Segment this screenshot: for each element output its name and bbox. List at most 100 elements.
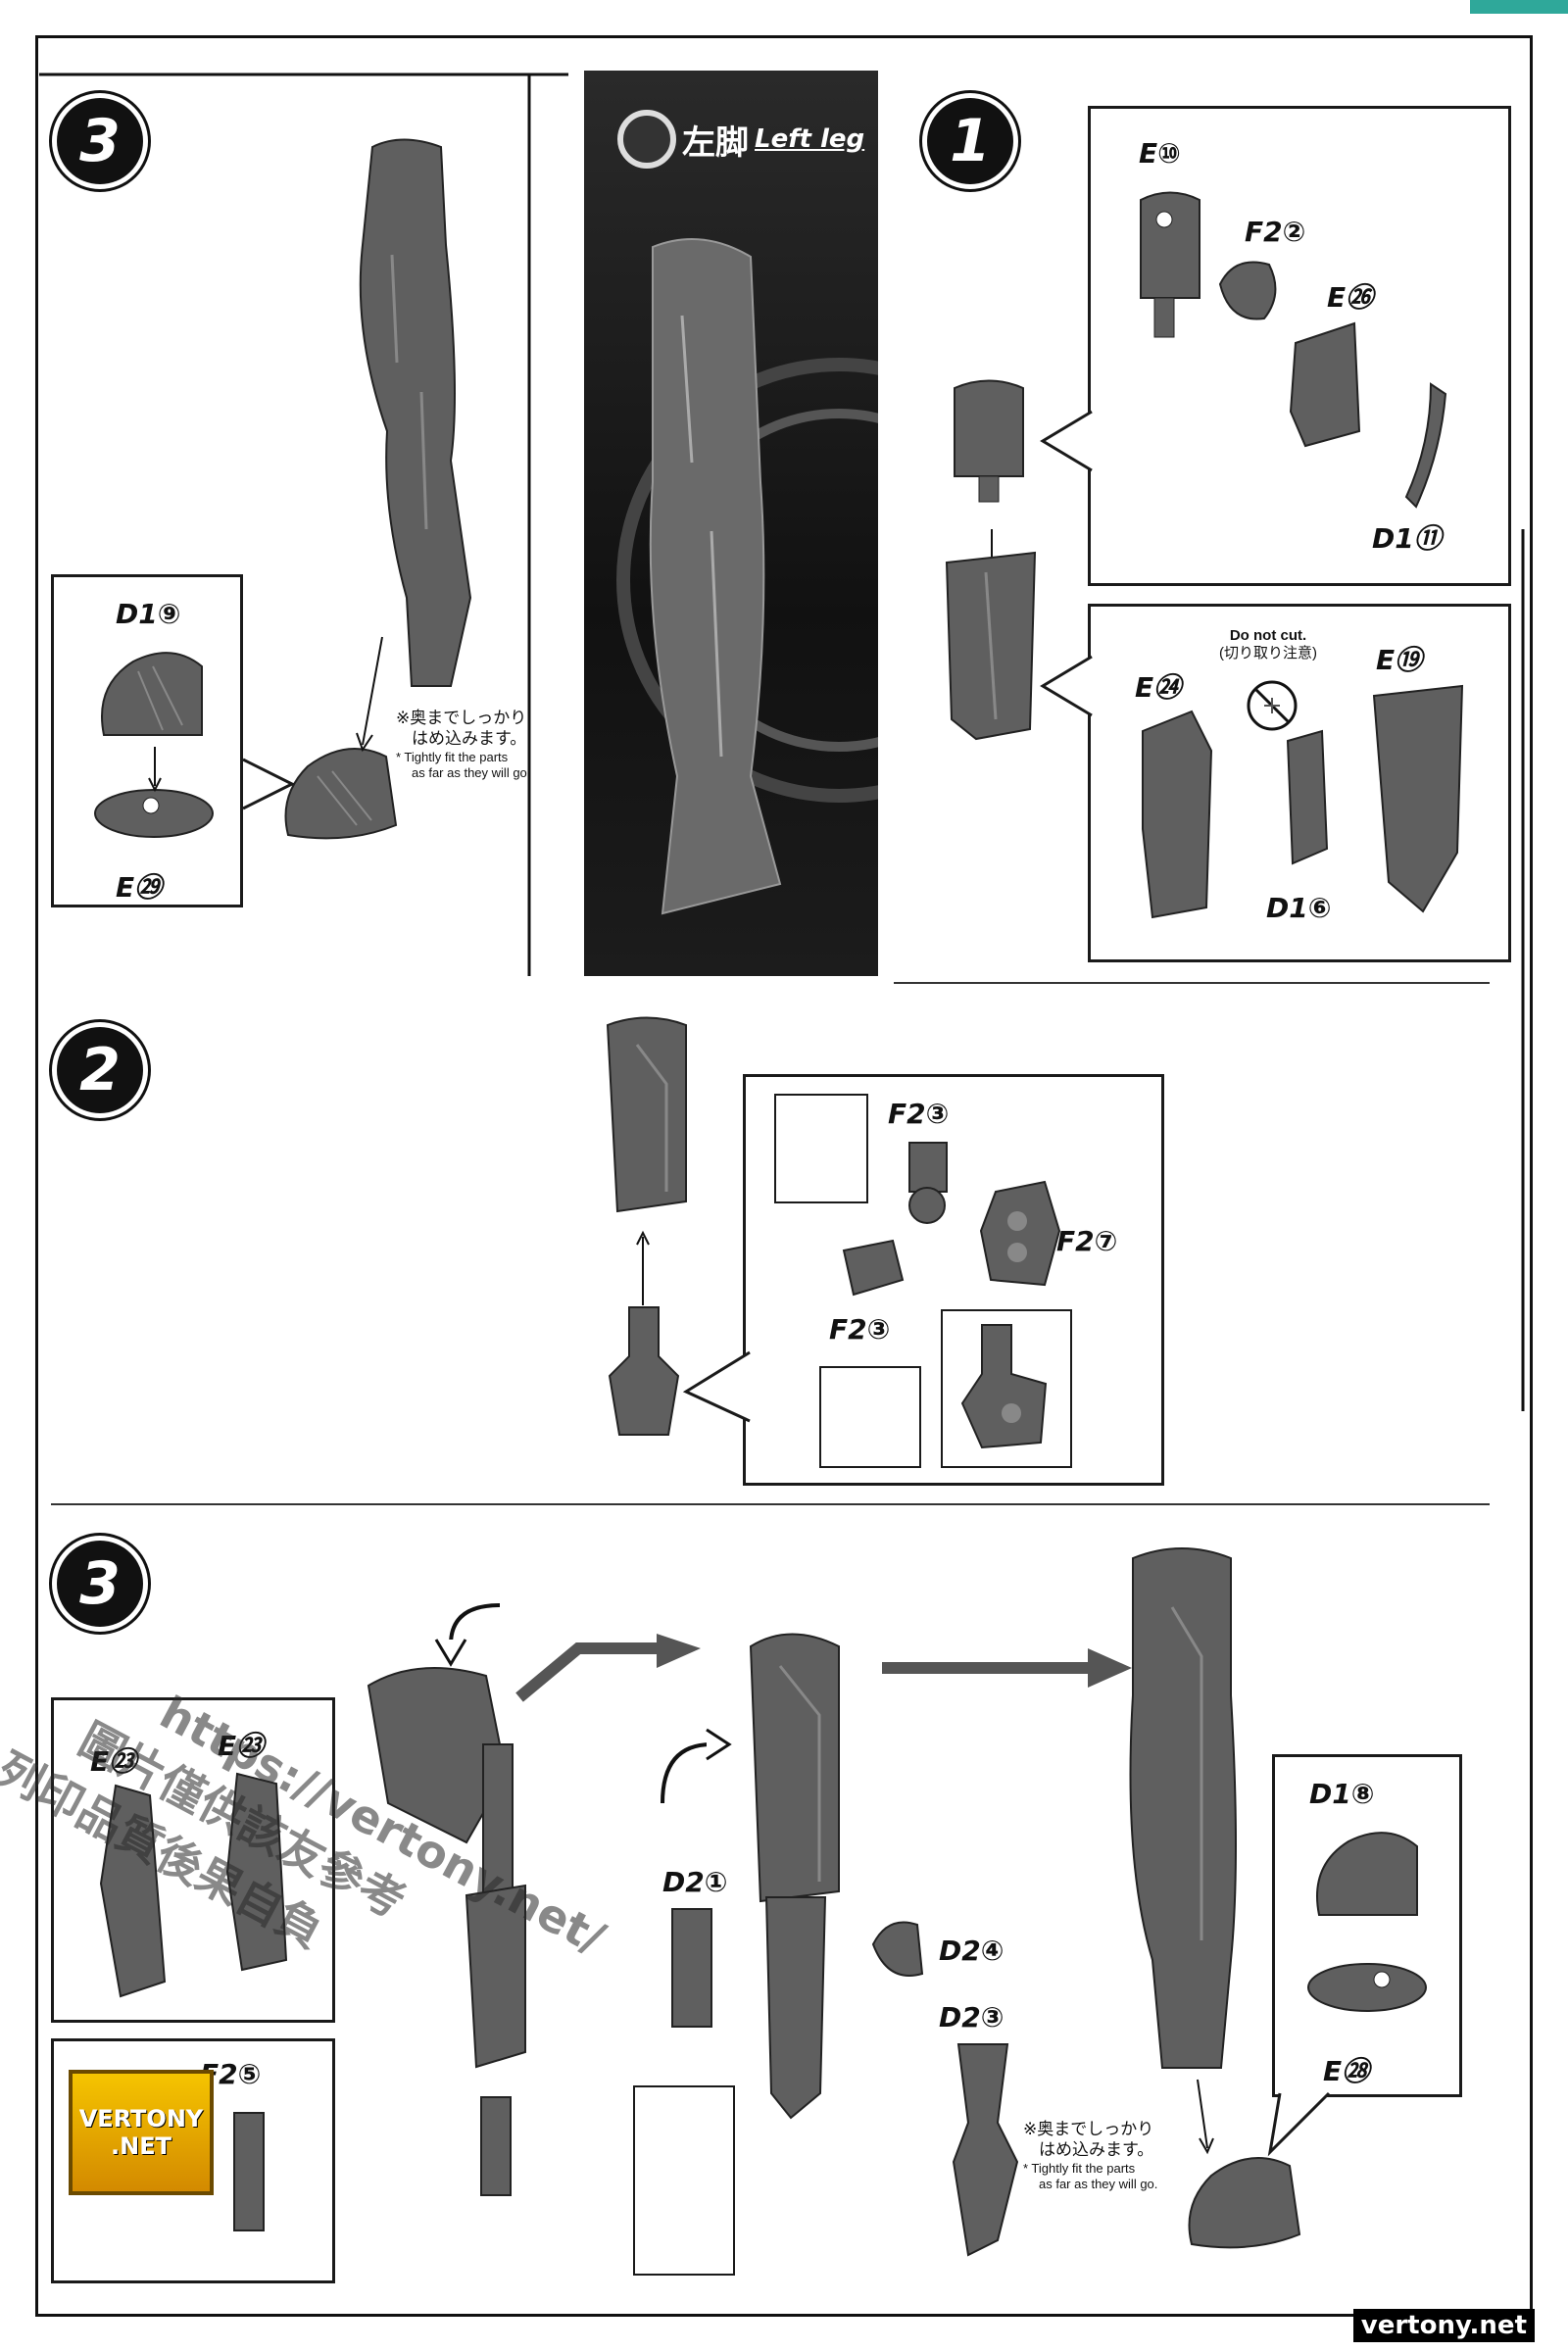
toe-piece-step3 [1316,1832,1418,1916]
leg-illustration-top [359,138,472,687]
arrow-up-step2 [636,1230,650,1305]
part-label-f2-3-b: F2③ [829,1313,891,1346]
part-label-d2-3: D2③ [939,2001,1004,2034]
knee-piece [954,379,1024,503]
detail-box-a [774,1094,868,1203]
ankle-joint-step2 [608,1306,680,1436]
armor-e23-b [225,1772,288,1972]
note-en-2: as far as they will go. [1039,2176,1158,2191]
callout-pointer-lower [1040,655,1093,717]
sole-piece [94,789,214,838]
assembled-leg-step3 [1129,1547,1237,2069]
callout-pointer-step2 [682,1350,751,1423]
clip-d2-1 [671,1908,712,2028]
top-teal-edge [1470,0,1568,14]
note-jp-2: はめ込みます。 [412,729,527,749]
inset-panel-step3-c [1272,1754,1462,2097]
note-jp-2: はめ込みます。 [1039,2140,1154,2160]
part-label-d1-8: D1⑧ [1309,1778,1375,1810]
shin-back-e19 [1372,684,1464,913]
do-not-cut-en: Do not cut. [1229,627,1307,644]
joint-f2-3 [908,1142,948,1224]
shin-assembly-step2 [606,1016,687,1213]
part-label-d1-6: D1⑥ [1266,892,1332,924]
callout-pointer-foot [242,758,296,810]
part-label-d2-1: D2① [662,1866,728,1898]
page-frame [35,35,1533,2317]
part-label-e29: E㉙ [116,871,163,904]
note-en-1: * Tightly fit the parts [1023,2160,1136,2176]
part-label-e23-a: E㉓ [90,1745,137,1778]
divider-step2 [51,1503,1490,1505]
armor-e23-a [99,1784,167,1998]
top-left-border [39,73,568,976]
arrow-down-top [356,636,383,753]
callout-pointer-step3 [1267,2091,1331,2157]
assembled-joint-step2 [960,1324,1048,1449]
inner-d1-6 [1286,729,1329,865]
spine-d2-3 [952,2043,1019,2257]
calf-step3 [764,1896,827,2120]
rotate-arrow-icon-2 [661,1728,732,1804]
cover-e26 [1289,321,1361,448]
arrow-down-step3 [1197,2079,1214,2155]
part-label-e28: E㉘ [1323,2055,1370,2087]
block-f2-3 [842,1239,905,1297]
step-number: 3 [79,107,121,175]
part-label-f2-2: F2② [1245,216,1306,248]
logo-line-1: VERTONY [78,2105,204,2132]
process-arrow-2 [882,1648,1132,1688]
part-label-e24: E㉔ [1135,671,1182,704]
shin-cover-e24 [1142,710,1213,919]
note-en-2: as far as they will go. [412,764,531,780]
toe-piece [101,652,203,736]
step-number: 3 [79,1549,121,1618]
fit-note-top: ※奥までしっかり はめ込みます。 * Tightly fit the parts… [396,708,530,781]
shin-step3 [749,1633,840,1903]
banner-title: 左脚 Left leg [617,110,864,169]
step-1-badge: 1 [927,98,1013,184]
banner-english: Left leg [755,124,865,154]
step-3-badge: 3 [57,1541,143,1627]
sole-piece-step3 [1307,1963,1427,2012]
part-label-f2-3-a: F2③ [888,1098,950,1130]
knee-cap-e10 [1140,191,1200,338]
peg-f2-5 [233,2112,265,2231]
no-cut-icon [1247,680,1298,731]
part-label-e19: E⑲ [1376,644,1423,676]
process-arrow-1 [515,1634,701,1702]
thigh-lower [465,1884,526,2069]
inset-panel-step3-a [51,1697,335,2023]
right-edge-line [1521,529,1525,1411]
knuckle-f2-7 [979,1180,1061,1287]
step-2-badge: 2 [57,1027,143,1113]
footer-url: vertony.net [1352,2309,1535,2342]
shin-upper-piece [945,551,1037,741]
step-badge: 3 [57,98,143,184]
detail-box-b [819,1366,921,1468]
left-leg-banner [584,71,878,976]
part-label-e23-b: E㉓ [218,1730,265,1762]
do-not-cut-note: Do not cut. (切り取り注意) [1219,627,1317,662]
note-jp-1: ※奥までしっかり [396,709,527,727]
joint-f2-2 [1218,261,1277,320]
banner-art [616,238,878,915]
strip-d1-11 [1404,382,1447,509]
part-label-d1-9: D1⑨ [116,598,181,630]
detail-box-step3 [633,2085,735,2276]
banner-kanji: 左脚 [682,122,749,163]
note-jp-1: ※奥までしっかり [1023,2120,1154,2138]
step-number: 2 [79,1036,121,1104]
banner-badge-icon [617,110,676,169]
part-label-e10: E⑩ [1139,137,1181,170]
rotate-arrow-icon [434,1603,501,1667]
arrow-foot [148,747,162,793]
note-en-1: * Tightly fit the parts [396,749,509,764]
part-label-e26: E㉖ [1327,281,1374,314]
logo-line-2: .NET [111,2132,172,2160]
part-label-d1-11: D1⑪ [1372,522,1442,555]
part-label-f2-7: F2⑦ [1056,1225,1118,1257]
disk-d2-4 [871,1921,924,1977]
divider-step1 [894,982,1490,984]
vertony-logo: VERTONY .NET [69,2070,214,2195]
